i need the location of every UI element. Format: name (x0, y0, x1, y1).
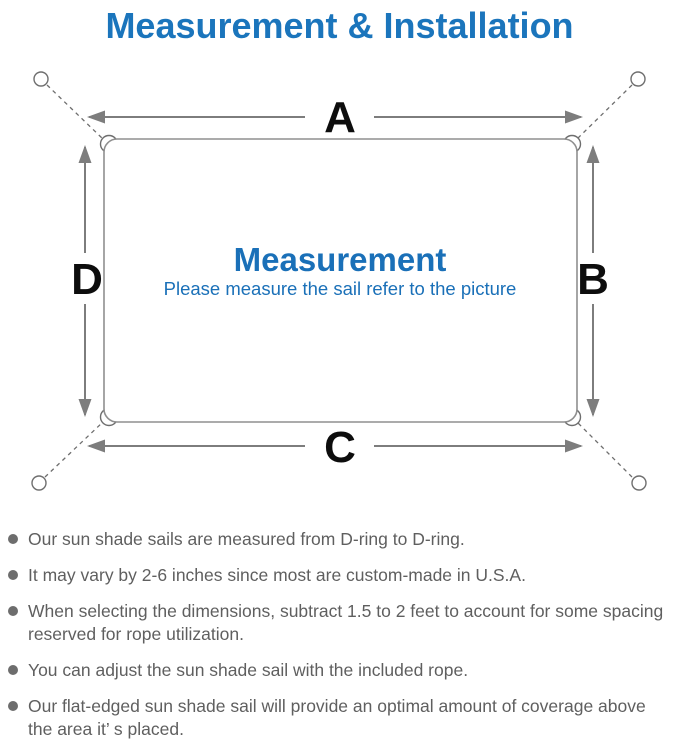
arrowhead-b-up-icon (586, 144, 600, 163)
dimension-label-d: D (71, 255, 103, 304)
list-item: You can adjust the sun shade sail with t… (8, 659, 667, 682)
diagram-center-title: Measurement (234, 241, 447, 278)
arrowhead-a-left-icon (87, 110, 105, 124)
arrowhead-d-up-icon (78, 144, 92, 163)
measurement-diagram: A C D B (31, 70, 647, 491)
measurement-installation-page: Measurement & Installation (0, 6, 679, 739)
dimension-label-a: A (324, 93, 356, 142)
dimension-label-c: C (324, 423, 356, 472)
anchor-ring-top-right-icon (630, 70, 646, 87)
bullet-icon (8, 701, 18, 712)
dimension-label-b: B (577, 255, 609, 304)
bullet-icon (8, 664, 18, 675)
arrowhead-b-down-icon (586, 398, 600, 417)
page-title: Measurement & Installation (105, 5, 574, 46)
anchor-ring-bottom-right-icon (631, 474, 647, 491)
rope-line-bottom-left (44, 420, 105, 478)
anchor-ring-bottom-left-icon (31, 474, 47, 491)
sail-outline (103, 137, 578, 423)
list-item: It may vary by 2-6 inches since most are… (8, 564, 667, 587)
notes-list: Our sun shade sails are measured from D-… (0, 528, 679, 739)
note-text: It may vary by 2-6 inches since most are… (28, 564, 526, 585)
rope-line-top-left (46, 84, 105, 141)
note-text: When selecting the dimensions, subtract … (28, 600, 664, 644)
arrowhead-d-down-icon (78, 398, 92, 417)
bullet-icon (8, 533, 18, 544)
rope-line-bottom-right (575, 420, 633, 478)
arrowhead-a-right-icon (565, 110, 583, 124)
diagram-center-subtitle: Please measure the sail refer to the pic… (164, 278, 517, 299)
note-text: Our sun shade sails are measured from D-… (28, 528, 465, 549)
bullet-icon (8, 569, 18, 580)
list-item: Our flat-edged sun shade sail will provi… (8, 695, 667, 739)
note-text: Our flat-edged sun shade sail will provi… (28, 696, 646, 739)
anchor-ring-top-left-icon (33, 70, 49, 87)
bullet-icon (8, 605, 18, 616)
list-item: When selecting the dimensions, subtract … (8, 600, 667, 646)
arrowhead-c-left-icon (87, 439, 105, 453)
measurement-diagram-container: A C D B (0, 60, 679, 520)
arrowhead-c-right-icon (565, 439, 583, 453)
note-text: You can adjust the sun shade sail with t… (28, 659, 469, 680)
rope-line-top-right (575, 84, 633, 141)
list-item: Our sun shade sails are measured from D-… (8, 528, 667, 551)
